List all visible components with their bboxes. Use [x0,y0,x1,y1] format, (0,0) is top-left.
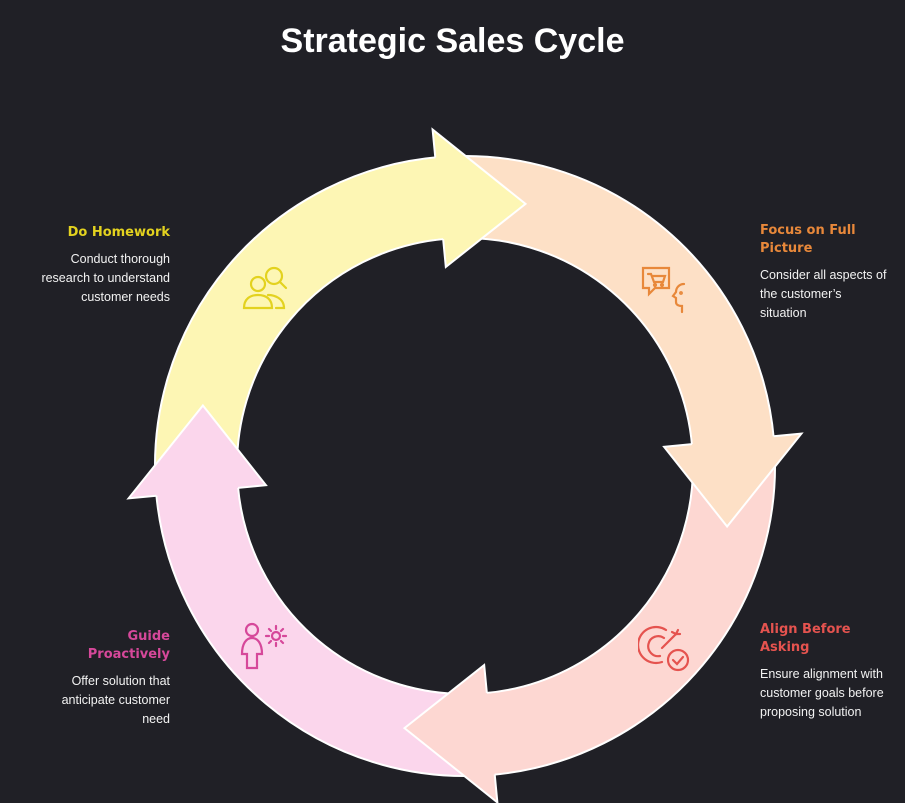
arrow-base [421,157,448,240]
step-description: Ensure alignment with customer goals bef… [760,667,884,719]
arrowhead [431,127,528,269]
step-title: Guide Proactively [87,629,170,662]
person-gear-icon [240,622,288,670]
step-description: Consider all aspects of the customer’s s… [760,268,887,320]
step-title: Focus on Full Picture [760,223,856,256]
arrowhead [126,403,268,500]
segment-do-homework [154,156,447,495]
arrowhead [662,432,804,529]
step-do-homework: Do Homework Conduct thorough research to… [0,224,170,307]
user-research-icon [242,266,288,310]
arrow-base [691,422,774,449]
step-align-before-asking: Align Before Asking Ensure alignment wit… [760,621,895,722]
step-title: Do Homework [67,225,170,240]
shopping-conversation-icon [641,266,686,314]
arrowhead [402,663,499,803]
step-title: Align Before Asking [760,622,851,655]
segment-guide-proactively [155,484,494,777]
arrow-base [156,483,239,510]
step-guide-proactively: Guide Proactively Offer solution that an… [0,628,170,729]
step-description: Offer solution that anticipate customer … [61,674,170,726]
diagram-title: Strategic Sales Cycle [280,22,625,60]
step-description: Conduct thorough research to understand … [41,252,170,304]
segment-focus-full-picture [436,155,775,448]
step-focus-full-picture: Focus on Full Picture Consider all aspec… [760,222,890,323]
target-check-icon [638,625,690,672]
arrow-base [482,692,509,775]
segment-align-before-asking [483,437,776,776]
